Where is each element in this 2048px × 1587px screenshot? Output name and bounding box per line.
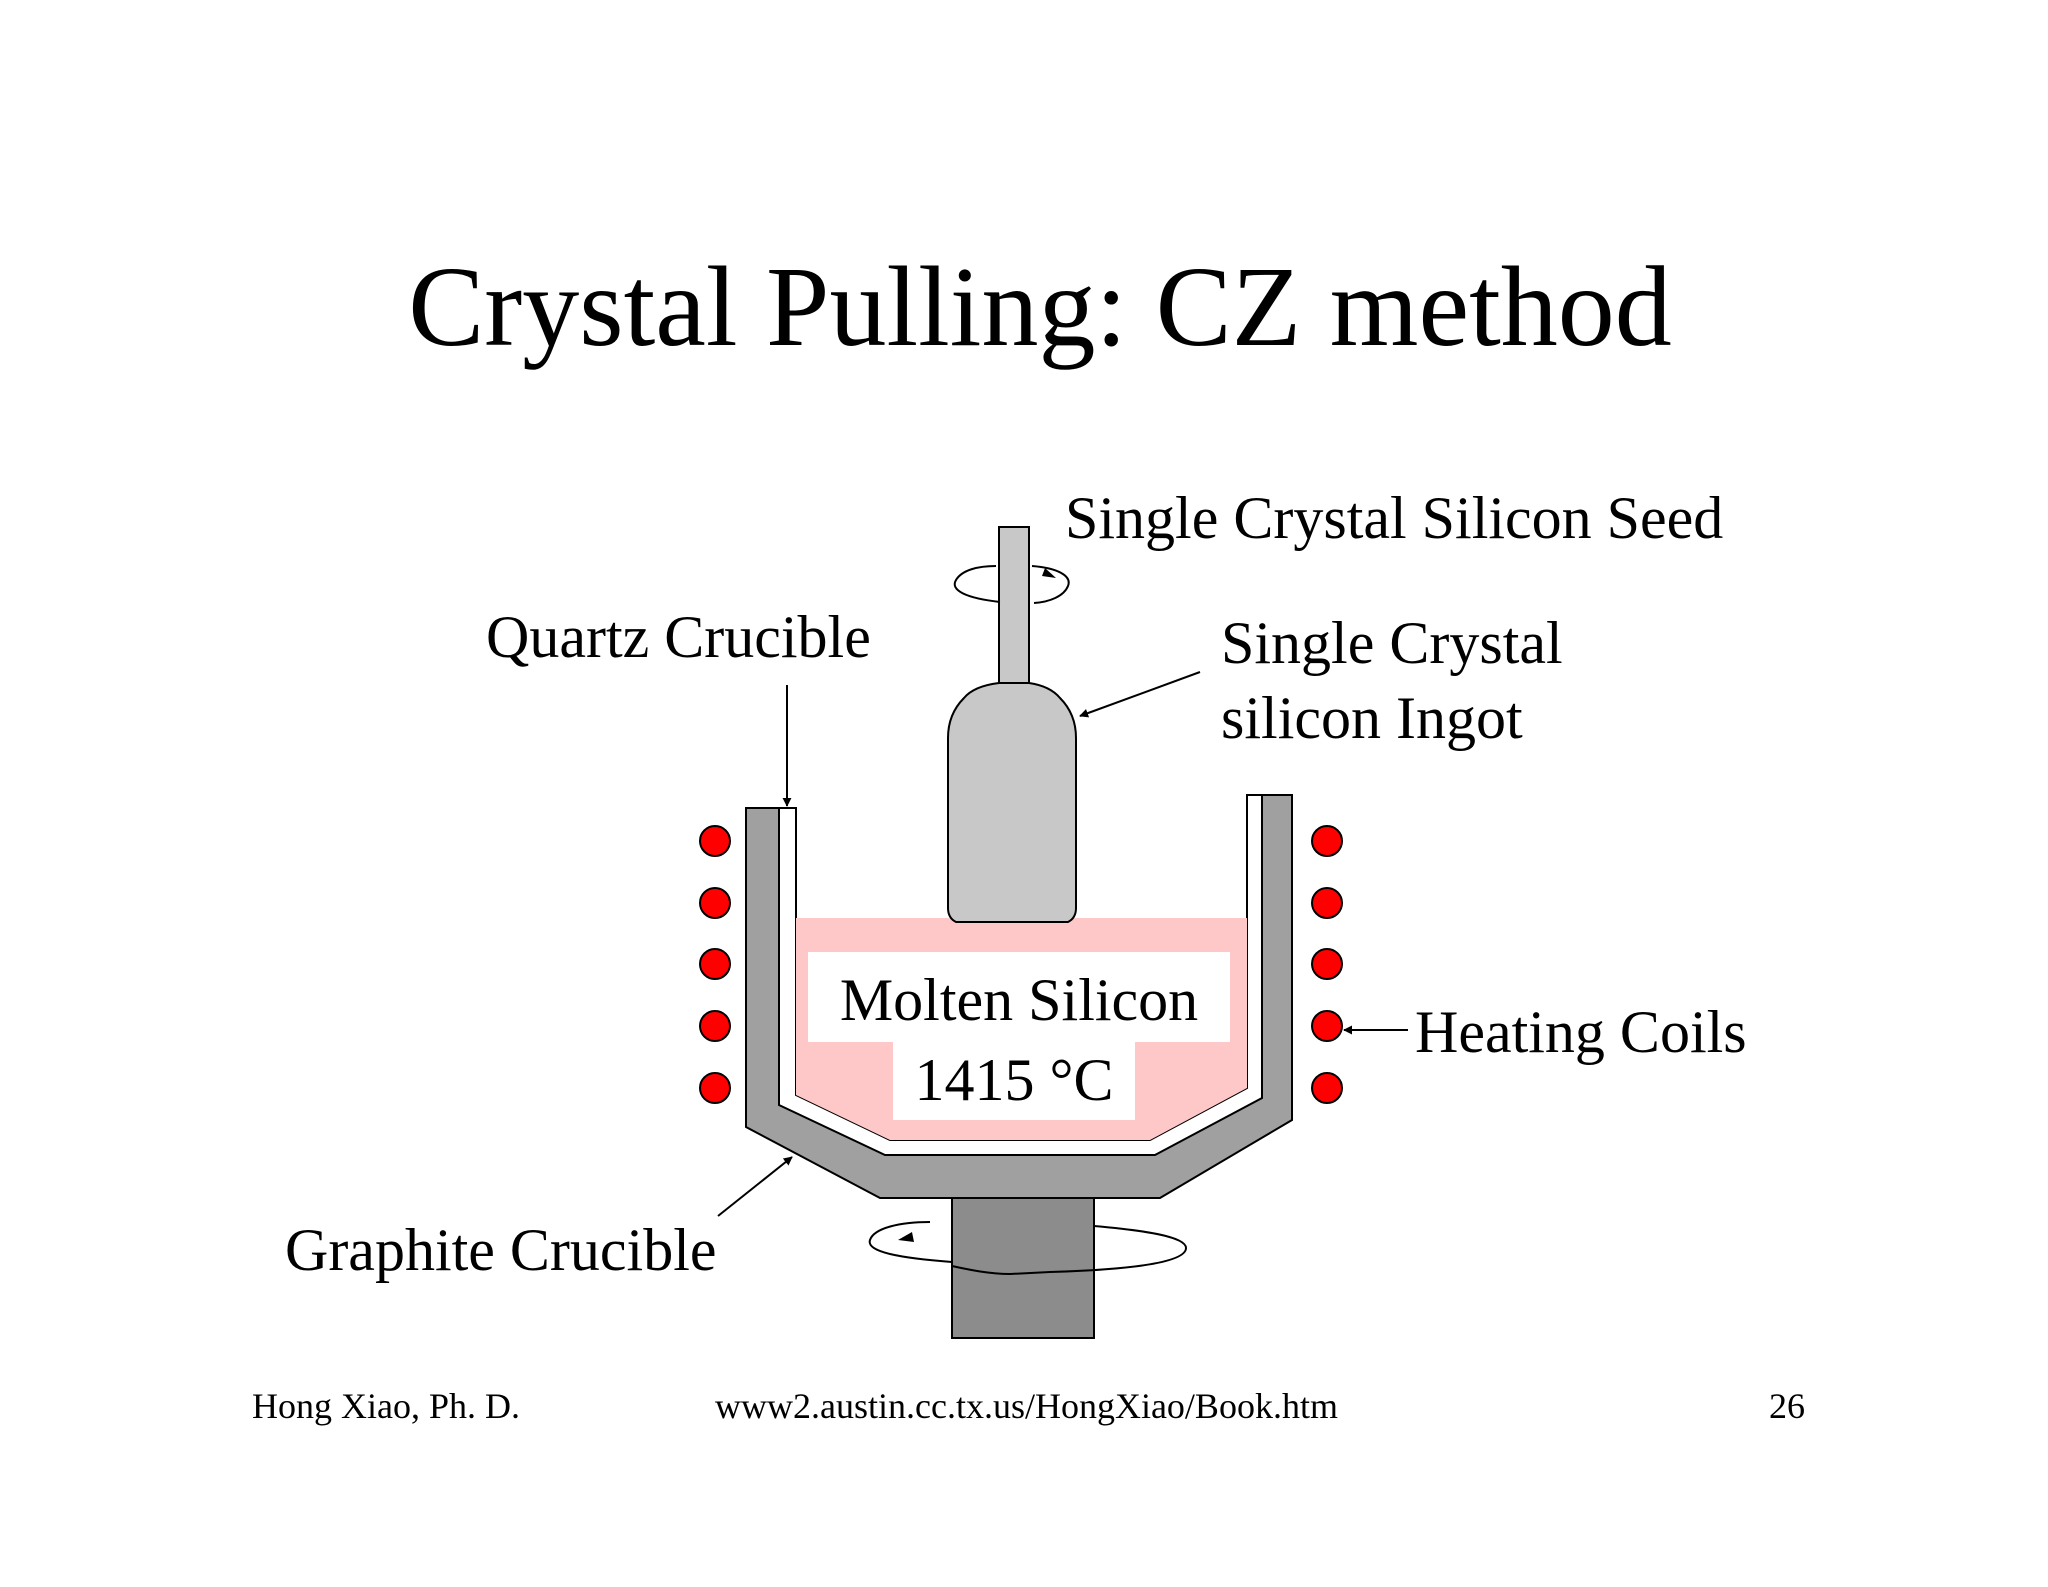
heating-coil [1311,1072,1343,1104]
ingot-label-line2: silicon Ingot [1221,685,1523,751]
seed-rotation-arrow [953,565,1070,604]
slide-title: Crystal Pulling: CZ method [408,243,1672,370]
crucible-rotation-arrowhead-icon [898,1232,914,1242]
ingot-label-line1: Single Crystal [1221,610,1563,676]
heating-coil [699,1072,731,1104]
heating-coil [699,887,731,919]
footer-url: www2.austin.cc.tx.us/HongXiao/Book.htm [715,1386,1338,1426]
heating-coils-left [699,825,731,1104]
heating-coils-label: Heating Coils [1415,999,1747,1065]
heating-coil [699,825,731,857]
molten-temperature-label: 1415 °C [914,1047,1113,1113]
graphite-pointer-arrow [717,1156,793,1217]
ingot-pointer-arrow [1079,671,1201,718]
molten-silicon-label: Molten Silicon [840,967,1198,1033]
molten-label-box-2 [893,1040,1135,1120]
crucible-shaft [951,1189,1095,1339]
crucible-rotation-arrow [868,1221,1188,1276]
quartz-crucible-label: Quartz Crucible [486,604,871,670]
heating-coil [1311,887,1343,919]
molten-label-box-1 [808,952,1230,1042]
heating-coil [1311,948,1343,980]
heating-coil [1311,825,1343,857]
heating-coils-right [1311,825,1343,1104]
heating-coil [1311,1010,1343,1042]
footer-author: Hong Xiao, Ph. D. [252,1386,520,1426]
heating-coil [699,1010,731,1042]
seed-rotation-arrowhead-icon [1042,568,1056,578]
silicon-ingot [947,682,1077,923]
silicon-seed [998,526,1030,688]
footer-page-number: 26 [1769,1386,1805,1426]
seed-label: Single Crystal Silicon Seed [1065,485,1723,551]
heating-coil [699,948,731,980]
graphite-crucible-label: Graphite Crucible [285,1217,717,1283]
